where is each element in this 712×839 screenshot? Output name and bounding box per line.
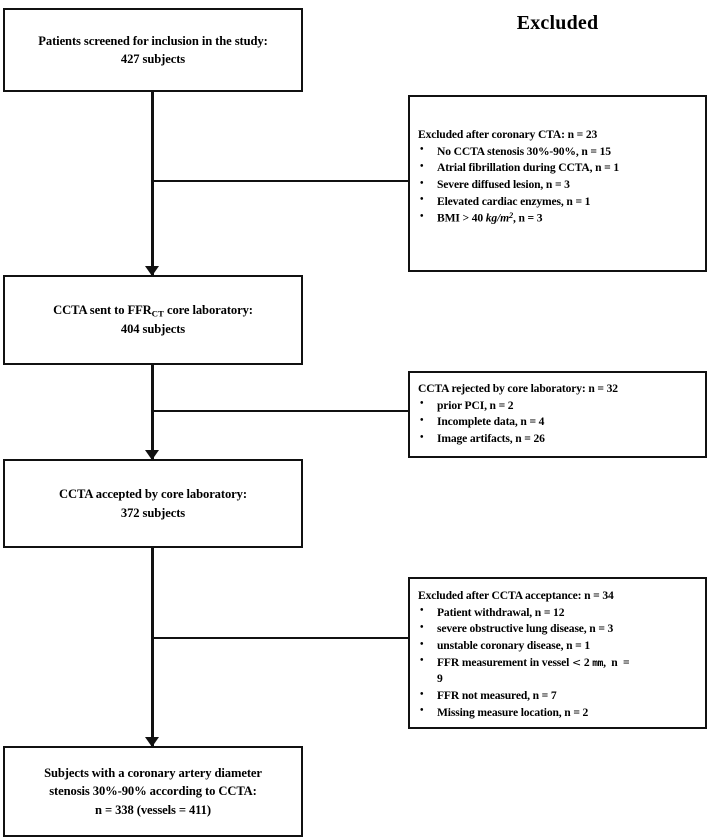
bmi-unit-slash: / xyxy=(497,211,501,225)
box-ccta-accepted-core-lab-line1: CCTA accepted by core laboratory: xyxy=(59,487,247,502)
arrowhead-3 xyxy=(145,737,159,747)
box-excluded-after-coronary-cta: Excluded after coronary CTA: n = 23 No C… xyxy=(408,95,707,272)
box-ccta-accepted-core-lab: CCTA accepted by core laboratory: 372 su… xyxy=(3,459,303,548)
box-patients-screened: Patients screened for inclusion in the s… xyxy=(3,8,303,92)
excluded-after-ccta-acceptance-list: Patient withdrawal, n = 12 severe obstru… xyxy=(410,604,705,722)
excluded-after-ccta-acceptance-content: Excluded after CCTA acceptance: n = 34 P… xyxy=(410,588,705,722)
arrowhead-1 xyxy=(145,266,159,276)
list-item: FFR not measured, n = 7 xyxy=(418,688,705,705)
branch-line-3 xyxy=(151,637,410,640)
list-item: Patient withdrawal, n = 12 xyxy=(418,604,705,622)
ffr-vessel-suffix: , n = xyxy=(603,655,631,669)
list-item: Elevated cardiac enzymes, n = 1 xyxy=(418,193,705,211)
box-final-cohort-line3: n = 338 (vessels = 411) xyxy=(95,802,211,817)
excluded-after-coronary-cta-header: Excluded after coronary CTA: n = 23 xyxy=(418,128,598,141)
ccta-rejected-core-lab-list: prior PCI, n = 2 Incomplete data, n = 4 … xyxy=(410,397,705,448)
ffr-vessel-prefix: FFR measurement in vessel xyxy=(437,655,572,669)
bmi-unit-exponent: 2 xyxy=(508,211,514,221)
list-item: Severe diffused lesion, n = 3 xyxy=(418,177,705,194)
box-patients-screened-line2: 427 subjects xyxy=(120,52,186,66)
ffrct-label-prefix: CCTA sent to FFR xyxy=(53,303,152,318)
list-item: Missing measure location, n = 2 xyxy=(418,704,705,722)
connector-line-1 xyxy=(151,92,154,282)
box-ccta-sent-core-lab-line1: CCTA sent to FFRCT core laboratory: xyxy=(11,301,295,320)
less-than-icon: < xyxy=(572,655,582,669)
list-item: Incomplete data, n = 4 xyxy=(418,414,705,431)
ccta-rejected-core-lab-content: CCTA rejected by core laboratory: n = 32… xyxy=(410,381,705,448)
box-ccta-rejected-core-lab: CCTA rejected by core laboratory: n = 32… xyxy=(408,371,707,458)
ffrct-label-suffix: core laboratory: xyxy=(163,303,253,318)
list-item: Image artifacts, n = 26 xyxy=(418,431,705,448)
box-patients-screened-text: Patients screened for inclusion in the s… xyxy=(5,32,301,69)
box-ccta-accepted-core-lab-line2: 372 subjects xyxy=(120,505,186,520)
list-item: No CCTA stenosis 30%-90%, n = 15 xyxy=(418,143,705,161)
excluded-after-coronary-cta-list: No CCTA stenosis 30%-90%, n = 15 Atrial … xyxy=(410,143,705,228)
ccta-rejected-core-lab-header: CCTA rejected by core laboratory: n = 32 xyxy=(418,382,618,395)
ffr-vessel-value: 2 xyxy=(581,655,593,669)
list-item-bmi: BMI > 40 kg/m2, n = 3 xyxy=(418,210,705,227)
excluded-after-ccta-acceptance-header: Excluded after CCTA acceptance: n = 34 xyxy=(418,589,614,602)
bmi-suffix: , n = 3 xyxy=(513,211,543,225)
box-final-cohort-text: Subjects with a coronary artery diameter… xyxy=(5,764,301,819)
box-final-cohort-line2: stenosis 30%-90% according to CCTA: xyxy=(49,784,257,799)
box-patients-screened-line1: Patients screened for inclusion in the s… xyxy=(38,33,268,48)
list-item-ffr-vessel: FFR measurement in vessel < 2 mm, n = 9 xyxy=(418,654,705,688)
list-item: Atrial fibrillation during CCTA, n = 1 xyxy=(418,160,705,177)
connector-line-2 xyxy=(151,365,154,465)
box-ccta-accepted-core-lab-text: CCTA accepted by core laboratory: 372 su… xyxy=(5,485,301,522)
box-ccta-sent-core-lab-line2: 404 subjects xyxy=(120,322,186,337)
box-final-cohort: Subjects with a coronary artery diameter… xyxy=(3,746,303,837)
ffr-vessel-unit: mm xyxy=(592,657,604,669)
excluded-column-title: Excluded xyxy=(516,12,599,34)
list-item: severe obstructive lung disease, n = 3 xyxy=(418,621,705,638)
box-ccta-sent-core-lab-text: CCTA sent to FFRCT core laboratory: 404 … xyxy=(5,301,301,338)
list-item: unstable coronary disease, n = 1 xyxy=(418,638,705,655)
connector-line-3 xyxy=(151,548,154,753)
bmi-prefix: BMI > 40 xyxy=(437,211,486,225)
arrowhead-2 xyxy=(145,450,159,460)
bmi-unit-numerator: kg xyxy=(485,211,498,225)
bmi-unit-denominator: m xyxy=(500,211,509,225)
list-item: prior PCI, n = 2 xyxy=(418,397,705,415)
ffrct-subscript: CT xyxy=(151,308,164,319)
box-excluded-after-ccta-acceptance: Excluded after CCTA acceptance: n = 34 P… xyxy=(408,577,707,729)
ffr-vessel-wrapped-count: 9 xyxy=(437,672,443,686)
branch-line-2 xyxy=(151,410,410,413)
box-ccta-sent-core-lab: CCTA sent to FFRCT core laboratory: 404 … xyxy=(3,275,303,365)
branch-line-1 xyxy=(151,180,410,183)
box-final-cohort-line1: Subjects with a coronary artery diameter xyxy=(44,766,262,781)
excluded-after-coronary-cta-content: Excluded after coronary CTA: n = 23 No C… xyxy=(410,127,705,228)
